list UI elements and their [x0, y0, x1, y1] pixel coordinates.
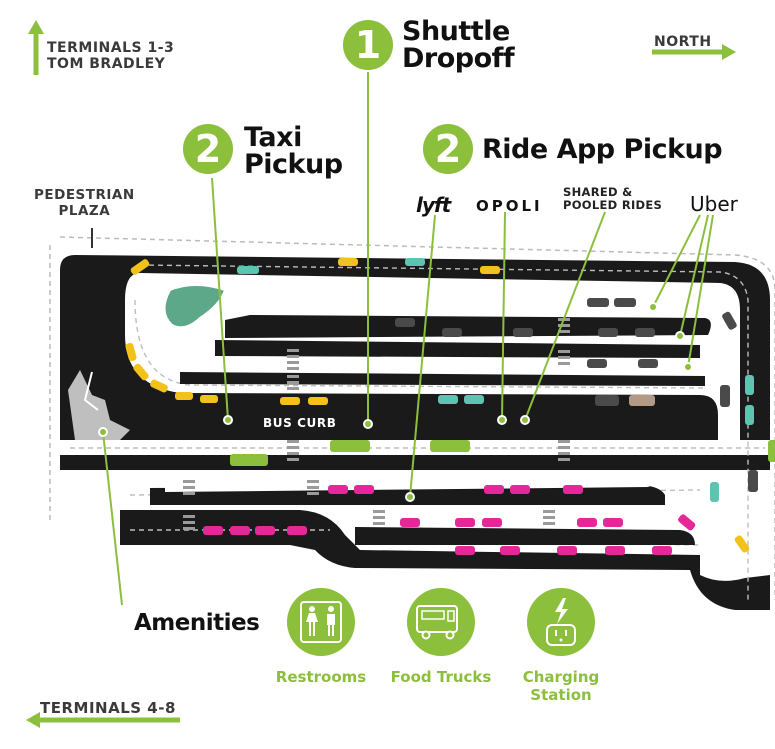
arrow-up-icon [28, 20, 44, 75]
north-label: NORTH [654, 34, 712, 50]
taxi-line1: Taxi [244, 122, 302, 153]
leader-lines [102, 72, 714, 606]
charging-line2: Station [530, 686, 592, 704]
shuttle-line1: Shuttle [402, 16, 510, 47]
charging-line1: Charging [522, 668, 600, 686]
taxi-number-badge: 2 [183, 124, 233, 174]
vehicles [125, 258, 775, 555]
shuttle-line2: Dropoff [402, 43, 515, 74]
shuttle-number-badge: 1 [343, 20, 393, 70]
terminals-1-3-label: TERMINALS 1-3 TOM BRADLEY [47, 40, 174, 72]
shared-line2: POOLED RIDES [563, 198, 663, 212]
amenities-area [68, 370, 130, 440]
amenities-title: Amenities [134, 610, 260, 636]
terminals-1-3-line1: TERMINALS 1-3 [47, 40, 175, 56]
ride-app-pickup-title: Ride App Pickup [482, 134, 723, 165]
location-dots [98, 302, 693, 502]
taxi-line2: Pickup [244, 149, 343, 180]
charging-station-caption: Charging Station [511, 668, 611, 704]
pedestrian-plaza-label: PEDESTRIAN PLAZA [34, 187, 135, 219]
lyft-logo: lyft [416, 193, 451, 217]
taxi-pickup-title: Taxi Pickup [244, 124, 343, 178]
pedestrian-line1: PEDESTRIAN [34, 187, 135, 203]
pedestrian-line2: PLAZA [58, 203, 111, 219]
food-trucks-caption: Food Trucks [390, 668, 492, 686]
shared-line1: SHARED & [563, 185, 633, 199]
terminals-4-8-label: TERMINALS 4-8 [40, 699, 176, 717]
bus-curb-label: BUS CURB [263, 416, 337, 430]
arrow-right-icon [652, 44, 736, 60]
opoli-logo: OPOLI [476, 197, 543, 215]
pedestrian-plaza-area [163, 284, 227, 329]
ride-app-number-badge: 2 [423, 124, 473, 174]
uber-logo: Uber [690, 192, 738, 216]
shared-pooled-rides-label: SHARED & POOLED RIDES [563, 186, 662, 212]
terminals-1-3-line2: TOM BRADLEY [47, 56, 166, 72]
restroom-icon [287, 588, 355, 656]
food-truck-icon [407, 588, 475, 656]
restrooms-caption: Restrooms [275, 668, 367, 686]
arrow-left-icon [26, 712, 180, 728]
charging-station-icon [527, 588, 595, 656]
shuttle-dropoff-title: Shuttle Dropoff [402, 16, 515, 74]
